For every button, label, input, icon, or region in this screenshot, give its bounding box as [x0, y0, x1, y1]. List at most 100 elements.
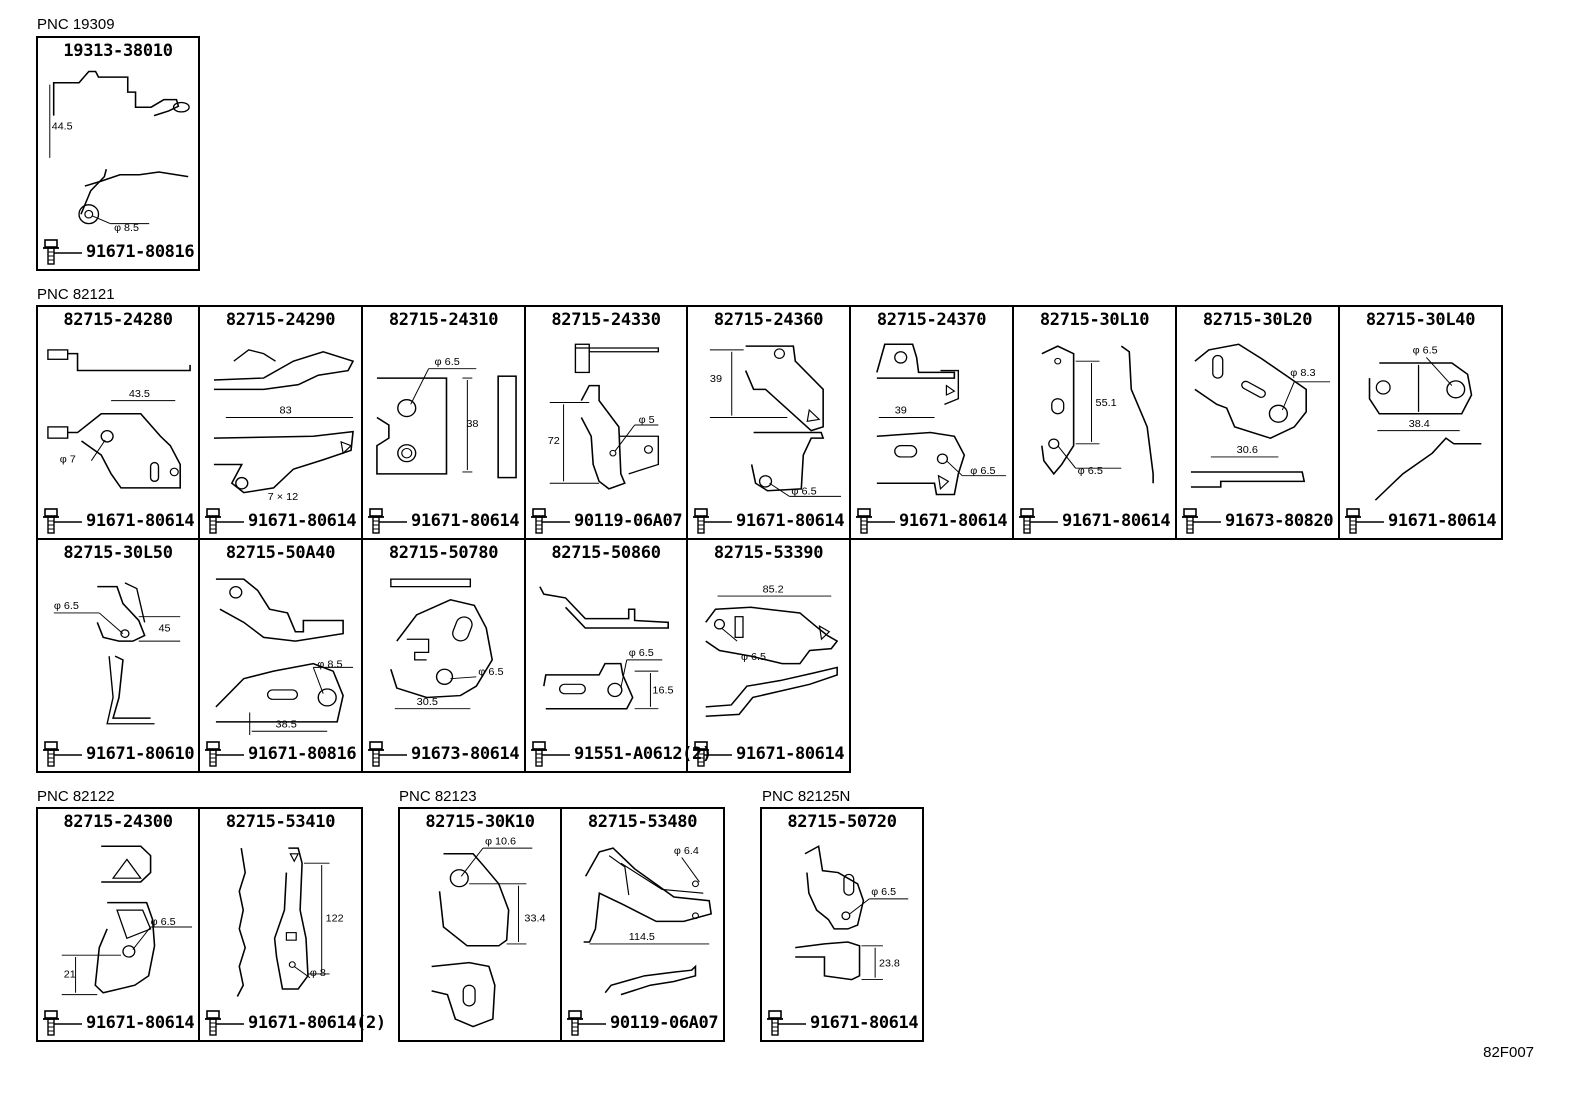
bolt-callout: 91551-A0612(2): [530, 741, 712, 767]
part-cell: 82715-50720 φ 6.5 23.8 91671-80614: [762, 809, 922, 1040]
dimension-label: φ 6.5: [1413, 345, 1438, 357]
bolt-part-number: 91671-80614: [248, 511, 357, 531]
dimension-label: 72: [548, 435, 560, 447]
part-drawing: 85.2 φ 6.5: [692, 566, 845, 740]
part-number: 82715-30K10: [425, 812, 535, 832]
dimension-label: 38: [466, 418, 478, 430]
bolt-icon: [1345, 508, 1384, 534]
part-number: 82715-30L20: [1202, 310, 1313, 330]
part-number: 82715-50860: [551, 543, 661, 563]
bolt-icon: [205, 508, 244, 534]
dimension-label: 7 × 12: [268, 491, 299, 503]
dimension-label: 114.5: [629, 931, 655, 943]
part-number: 82715-24300: [63, 812, 173, 832]
pnc-label-82125n: PNC 82125N: [762, 788, 851, 805]
part-number: 82715-53410: [225, 812, 336, 832]
bolt-icon: [205, 741, 244, 767]
dimension-label: φ 6.4: [674, 845, 699, 857]
part-number: 82715-30L10: [1039, 310, 1150, 330]
bolt-callout: 91671-80614: [42, 1010, 202, 1036]
dimension-label: 30.5: [417, 696, 438, 708]
dimension-label: 16.5: [652, 685, 673, 697]
dimension-label: φ 6.5: [629, 647, 654, 659]
part-number: 82715-24310: [388, 310, 499, 330]
bolt-callout: 90119-06A07: [566, 1010, 726, 1036]
bolt-callout: 91673-80820: [1181, 508, 1341, 534]
part-drawing: 83 7 × 12: [204, 333, 359, 507]
dimension-label: φ 6.5: [791, 486, 816, 498]
bolt-icon: [693, 741, 732, 767]
dimension-label: φ 6.5: [478, 666, 503, 678]
group-82125n: [760, 807, 924, 1042]
bolt-callout: 90119-06A07: [530, 508, 690, 534]
bolt-callout: 91671-80816: [204, 741, 364, 767]
pnc-label-19309: PNC 19309: [37, 16, 115, 33]
dimension-label: 38.4: [1409, 418, 1430, 430]
bolt-part-number: 91671-80610: [86, 744, 195, 764]
dimension-label: φ 7: [60, 454, 76, 466]
bolt-part-number: 91671-80614: [810, 1013, 919, 1033]
dimension-label: φ 10.6: [485, 836, 516, 848]
dimension-label: φ 6.5: [871, 886, 896, 898]
part-drawing: φ 6.5 38.4: [1344, 333, 1497, 507]
dimension-label: 39: [895, 405, 907, 417]
part-number: 19313-38010: [63, 41, 173, 61]
part-drawing: φ 6.4 114.5: [566, 835, 719, 1009]
dimension-label: φ 8.5: [114, 222, 139, 234]
dimension-label: 23.8: [879, 958, 900, 970]
part-number: 82715-50A40: [225, 543, 336, 563]
bolt-icon: [43, 741, 82, 767]
bolt-icon: [856, 508, 895, 534]
bolt-part-number: 91671-80614: [899, 511, 1008, 531]
bolt-callout: 91671-80614: [1344, 508, 1504, 534]
bolt-part-number: 91671-80816: [248, 744, 357, 764]
part-cell: 82715-53480 φ 6.4 114.5 90119-06A07: [562, 809, 723, 1040]
dimension-label: φ 8.5: [317, 659, 342, 671]
bolt-callout: 91671-80614: [692, 508, 852, 534]
part-number: 82715-53480: [587, 812, 698, 832]
dimension-label: 39: [710, 373, 722, 385]
bolt-part-number: 91671-80614: [86, 1013, 195, 1033]
bolt-part-number: 91671-80614: [1062, 511, 1171, 531]
part-number: 82715-50720: [787, 812, 897, 832]
dimension-label: φ 6.5: [435, 356, 460, 368]
dimension-label: 85.2: [763, 583, 784, 595]
group-82123: [398, 807, 725, 1042]
bolt-icon: [1182, 508, 1221, 534]
bolt-callout: 91671-80816: [42, 239, 202, 265]
bolt-part-number: 91671-80614: [86, 511, 195, 531]
dimension-label: φ 6.5: [970, 465, 995, 477]
group-82122: [36, 807, 363, 1042]
dimension-label: 38.5: [276, 719, 297, 731]
part-number: 82715-50780: [388, 543, 499, 563]
bolt-callout: 91671-80614: [42, 508, 202, 534]
pnc-label-82123: PNC 82123: [399, 788, 477, 805]
bolt-callout: 91673-80614: [367, 741, 527, 767]
part-drawing: φ 6.5 23.8: [766, 835, 918, 1009]
dimension-label: 55.1: [1096, 397, 1117, 409]
dimension-label: 43.5: [129, 388, 150, 400]
bolt-callout: 91671-80614: [367, 508, 527, 534]
part-drawing: φ 5 72: [530, 333, 684, 507]
dimension-label: φ 6.5: [54, 600, 79, 612]
dimension-label: φ 5: [639, 414, 655, 426]
bolt-icon: [531, 741, 570, 767]
bolt-callout: 91671-80614: [855, 508, 1015, 534]
dimension-label: φ 6.5: [741, 651, 766, 663]
part-drawing: φ 8.5 38.5: [204, 566, 359, 740]
part-number: 82715-24330: [551, 310, 661, 330]
dimension-label: 83: [280, 405, 292, 417]
part-number: 82715-24280: [63, 310, 173, 330]
part-number: 82715-53390: [713, 543, 824, 563]
